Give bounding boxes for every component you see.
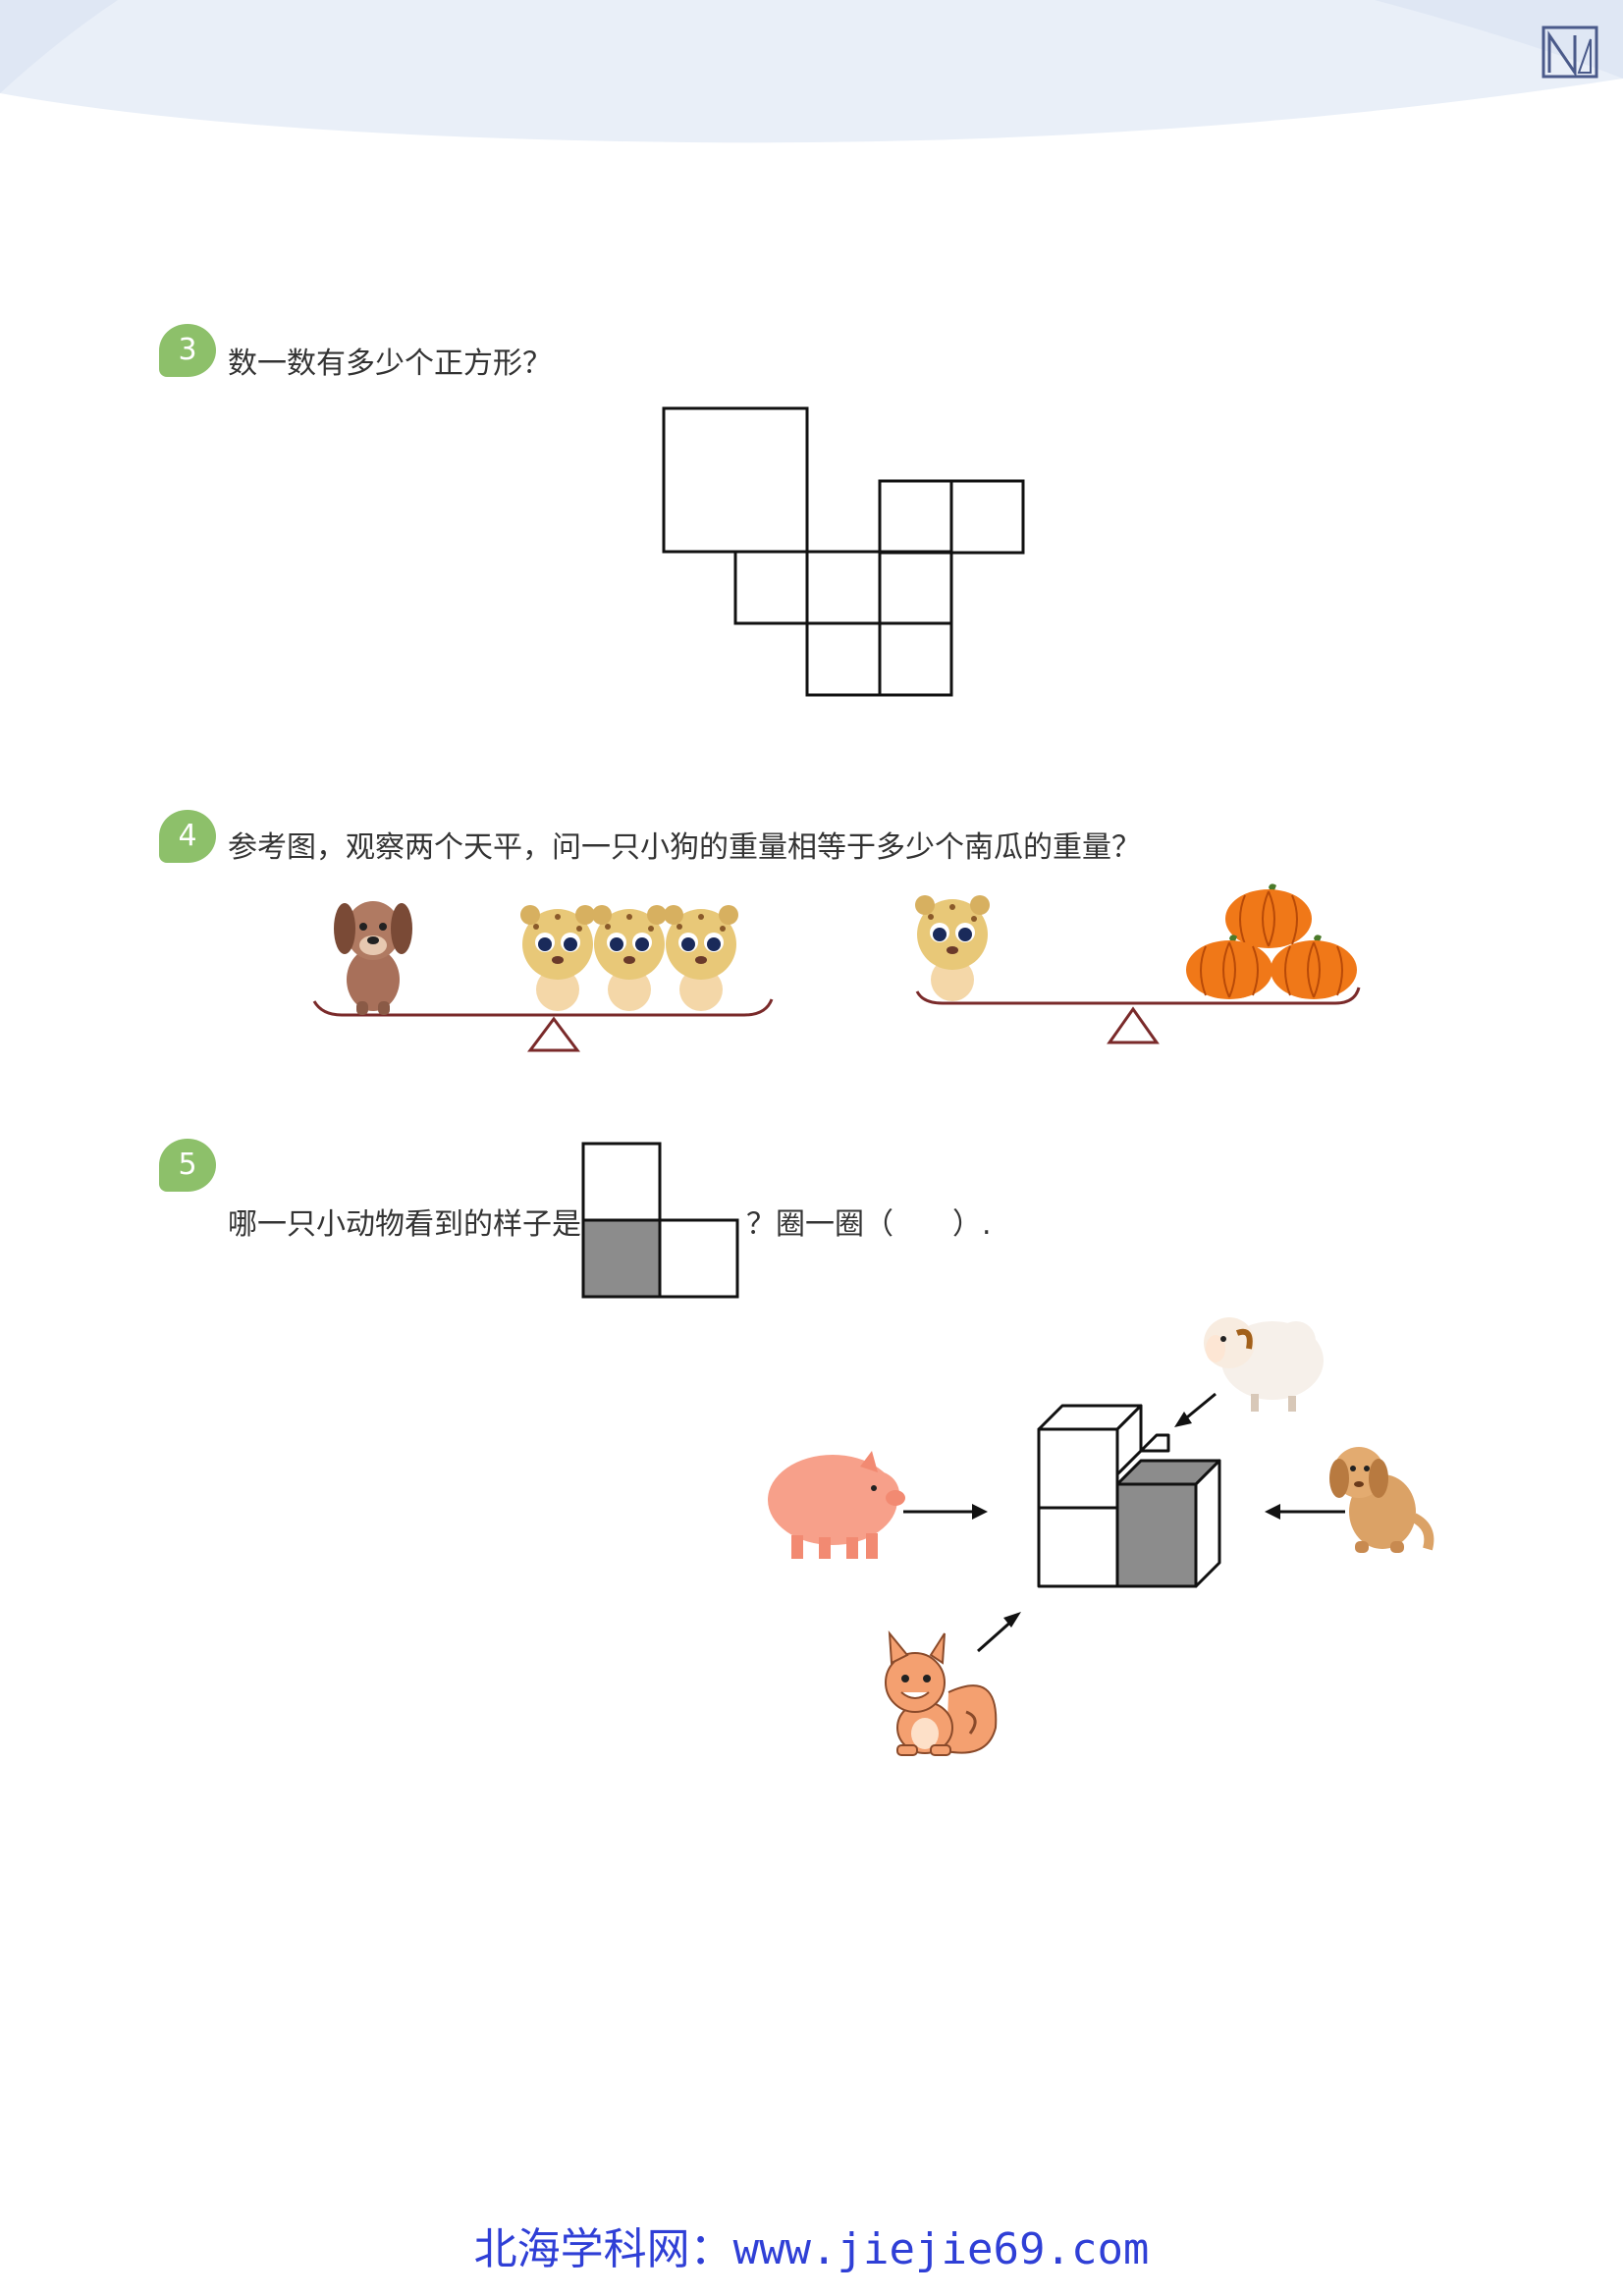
dog-icon: [1329, 1447, 1434, 1553]
balance-scale-right: [915, 883, 1361, 1044]
pumpkin-icon: [1186, 934, 1272, 999]
question-number-badge: 3: [159, 324, 216, 377]
squares-figure: [662, 406, 1025, 697]
leopard-icon: [592, 905, 667, 1011]
question-number-badge: 4: [159, 810, 216, 863]
leopard-icon: [915, 895, 990, 1001]
footer-watermark: 北海学科网：www.jiejie69.com: [0, 2214, 1623, 2276]
leopard-icon: [520, 905, 595, 1011]
squirrel-icon: [885, 1629, 998, 1756]
logo-icon: [1542, 26, 1598, 79]
question-text: 数一数有多少个正方形？: [228, 347, 552, 381]
pig-icon: [768, 1451, 905, 1559]
view-shape-figure: [581, 1142, 739, 1299]
question-text: 参考图，观察两个天平，问一只小狗的重量相等于多少个南瓜的重量？: [228, 830, 1141, 865]
leopard-icon: [664, 905, 738, 1011]
footer-site-name: 北海学科网：: [473, 2224, 733, 2274]
cube-scene: [768, 1317, 1434, 1756]
pumpkin-icon: [1225, 883, 1312, 948]
header-wave: [0, 0, 1623, 143]
footer-url[interactable]: www.jiejie69.com: [732, 2224, 1150, 2274]
question-text-before: 哪一只小动物看到的样子是: [228, 1207, 581, 1242]
dog-icon: [334, 901, 412, 1015]
question-number-badge: 5: [159, 1139, 216, 1192]
pumpkin-icon: [1271, 934, 1357, 999]
question-text-after: ？圈一圈（ ）.: [746, 1207, 992, 1242]
balance-scale-left: [312, 901, 774, 1052]
sheep-icon: [1204, 1317, 1324, 1412]
